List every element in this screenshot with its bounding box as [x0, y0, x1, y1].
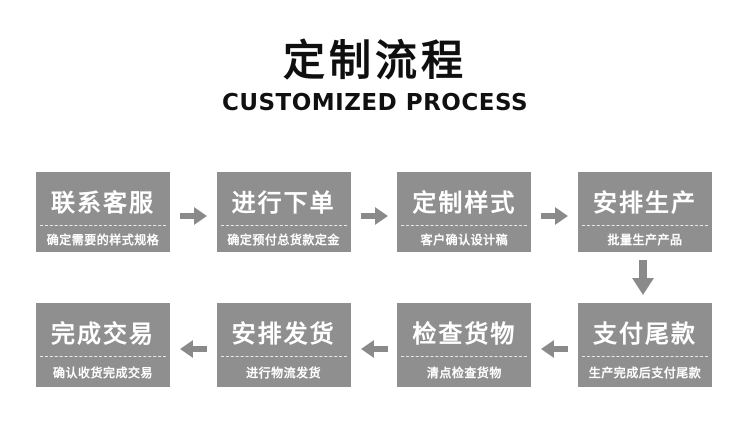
arrow-down-icon [631, 260, 655, 296]
arrow-right-icon [170, 172, 217, 252]
step-subtitle: 确认收货完成交易 [52, 365, 153, 380]
step-subtitle: 确定需要的样式规格 [46, 232, 160, 247]
step-custom-style: 定制样式 客户确认设计稿 [397, 172, 532, 252]
divider [220, 356, 347, 357]
step-title: 完成交易 [51, 320, 155, 348]
arrow-right-icon [531, 172, 578, 252]
flow-row-bottom: 完成交易 确认收货完成交易 安排发货 进行物流发货 检查货物 清点检查货物 支付… [36, 303, 713, 387]
step-inspect-goods: 检查货物 清点检查货物 [397, 303, 532, 387]
divider [582, 225, 709, 226]
arrow-right-icon [351, 172, 398, 252]
step-title: 支付尾款 [593, 320, 698, 348]
step-arrange-production: 安排生产 批量生产产品 [578, 172, 713, 252]
flow-row-top: 联系客服 确定需要的样式规格 进行下单 确定预付总货款定金 定制样式 客户确认设… [36, 172, 713, 252]
step-subtitle: 进行物流发货 [246, 365, 322, 380]
header: 定制流程 CUSTOMIZED PROCESS [0, 36, 750, 116]
step-subtitle: 生产完成后支付尾款 [588, 365, 702, 380]
step-subtitle: 确定预付总货款定金 [227, 232, 340, 247]
step-place-order: 进行下单 确定预付总货款定金 [216, 172, 351, 252]
arrow-left-icon [170, 303, 217, 387]
step-subtitle: 清点检查货物 [426, 365, 502, 380]
divider [582, 356, 709, 357]
step-subtitle: 批量生产产品 [607, 232, 683, 247]
step-title: 定制样式 [412, 189, 517, 217]
arrow-left-icon [351, 303, 398, 387]
divider [40, 225, 166, 226]
step-pay-balance: 支付尾款 生产完成后支付尾款 [578, 303, 713, 387]
divider [401, 225, 528, 226]
page-title: 定制流程 [282, 36, 467, 85]
divider [220, 225, 347, 226]
divider [401, 356, 528, 357]
step-title: 进行下单 [231, 189, 336, 217]
step-complete-transaction: 完成交易 确认收货完成交易 [36, 303, 170, 387]
step-subtitle: 客户确认设计稿 [420, 232, 509, 247]
step-title: 安排发货 [231, 320, 336, 348]
step-arrange-shipment: 安排发货 进行物流发货 [216, 303, 351, 387]
step-contact-service: 联系客服 确定需要的样式规格 [36, 172, 170, 252]
arrow-left-icon [531, 303, 578, 387]
step-title: 安排生产 [593, 189, 698, 217]
step-title: 检查货物 [412, 320, 517, 348]
divider [40, 356, 166, 357]
page-subtitle: CUSTOMIZED PROCESS [221, 90, 529, 117]
step-title: 联系客服 [51, 189, 155, 217]
